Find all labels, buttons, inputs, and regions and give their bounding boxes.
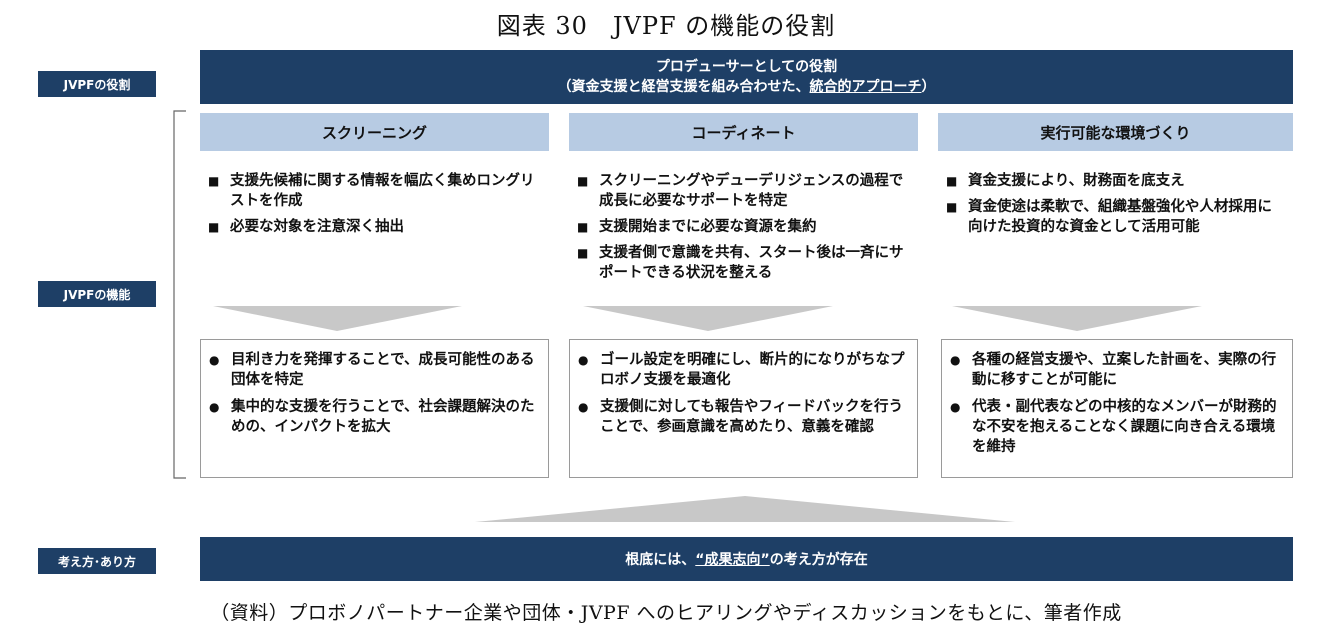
column-header-environment: 実行可能な環境づくり: [938, 113, 1293, 151]
environment-items: ■資金支援により、財務面を底支え ■資金使途は柔軟で、組織基盤強化や人材採用に向…: [946, 171, 1276, 243]
list-item: ●各種の経営支援や、立案した計画を、実際の行動に移すことが可能に: [950, 352, 1277, 388]
role-subtitle: （資金支援と経営支援を組み合わせた、統合的アプローチ）: [557, 79, 936, 95]
screening-items: ■支援先候補に関する情報を幅広く集めロングリストを作成 ■必要な対象を注意深く抽…: [208, 171, 538, 243]
coordinate-outcome-box: ●ゴール設定を明確にし、断片的になりがちなプロボノ支援を最適化 ●支援側に対して…: [569, 339, 918, 478]
square-bullet-icon: ■: [946, 200, 958, 214]
list-item: ●代表・副代表などの中核的なメンバーが財務的な不安を抱えることなく課題に向き合え…: [950, 399, 1277, 455]
down-arrow-3: [952, 306, 1202, 331]
circle-bullet-icon: ●: [950, 353, 961, 367]
environment-outcome-box: ●各種の経営支援や、立案した計画を、実際の行動に移すことが可能に ●代表・副代表…: [941, 339, 1293, 478]
list-item: ●目利き力を発揮することで、成長可能性のある団体を特定: [209, 352, 535, 388]
circle-bullet-icon: ●: [578, 353, 589, 367]
column-header-screening: スクリーニング: [200, 113, 549, 151]
list-item: ■資金支援により、財務面を底支え: [946, 173, 1185, 189]
side-label-mindset: 考え方･あり方: [38, 548, 156, 574]
role-bar: プロデューサーとしての役割 （資金支援と経営支援を組み合わせた、統合的アプローチ…: [200, 50, 1293, 104]
square-bullet-icon: ■: [577, 220, 589, 234]
mindset-bar: 根底には、“成果志向”の考え方が存在: [200, 537, 1293, 581]
figure-title: 図表 30 JVPF の機能の役割: [496, 12, 836, 40]
list-item: ■必要な対象を注意深く抽出: [208, 219, 404, 235]
down-arrow-1: [213, 306, 462, 331]
list-item: ●ゴール設定を明確にし、断片的になりがちなプロボノ支援を最適化: [578, 352, 905, 388]
square-bullet-icon: ■: [208, 220, 220, 234]
square-bullet-icon: ■: [577, 246, 589, 260]
list-item: ■支援開始までに必要な資源を集約: [577, 219, 817, 235]
coordinate-items: ■スクリーニングやデューデリジェンスの過程で成長に必要なサポートを特定 ■支援開…: [577, 171, 913, 289]
circle-bullet-icon: ●: [209, 353, 220, 367]
list-item: ■支援先候補に関する情報を幅広く集めロングリストを作成: [208, 173, 535, 209]
role-title: プロデューサーとしての役割: [655, 59, 838, 75]
side-label-function: JVPFの機能: [38, 281, 156, 307]
outcome-orientation: “成果志向”: [695, 552, 770, 568]
circle-bullet-icon: ●: [578, 400, 589, 414]
circle-bullet-icon: ●: [209, 400, 220, 414]
source-note: （資料）プロボノパートナー企業や団体・JVPF へのヒアリングやディスカッション…: [210, 602, 1122, 624]
list-item: ■支援者側で意識を共有、スタート後は一斉にサポートできる状況を整える: [577, 245, 904, 281]
list-item: ■スクリーニングやデューデリジェンスの過程で成長に必要なサポートを特定: [577, 173, 904, 209]
screening-outcome-box: ●目利き力を発揮することで、成長可能性のある団体を特定 ●集中的な支援を行うこと…: [200, 339, 549, 478]
up-arrow: [475, 496, 1015, 522]
column-header-coordinate: コーディネート: [569, 113, 918, 151]
down-arrow-2: [583, 306, 833, 331]
list-item: ■資金使途は柔軟で、組織基盤強化や人材採用に向けた投資的な資金として活用可能: [946, 199, 1272, 235]
list-item: ●支援側に対しても報告やフィードバックを行うことで、参画意識を高めたり、意義を確…: [578, 399, 904, 435]
circle-bullet-icon: ●: [950, 400, 961, 414]
list-item: ●集中的な支援を行うことで、社会課題解決のための、インパクトを拡大: [209, 399, 535, 435]
side-label-role: JVPFの役割: [38, 71, 156, 97]
square-bullet-icon: ■: [577, 174, 589, 188]
function-bracket: [173, 110, 186, 479]
square-bullet-icon: ■: [946, 174, 958, 188]
square-bullet-icon: ■: [208, 174, 220, 188]
